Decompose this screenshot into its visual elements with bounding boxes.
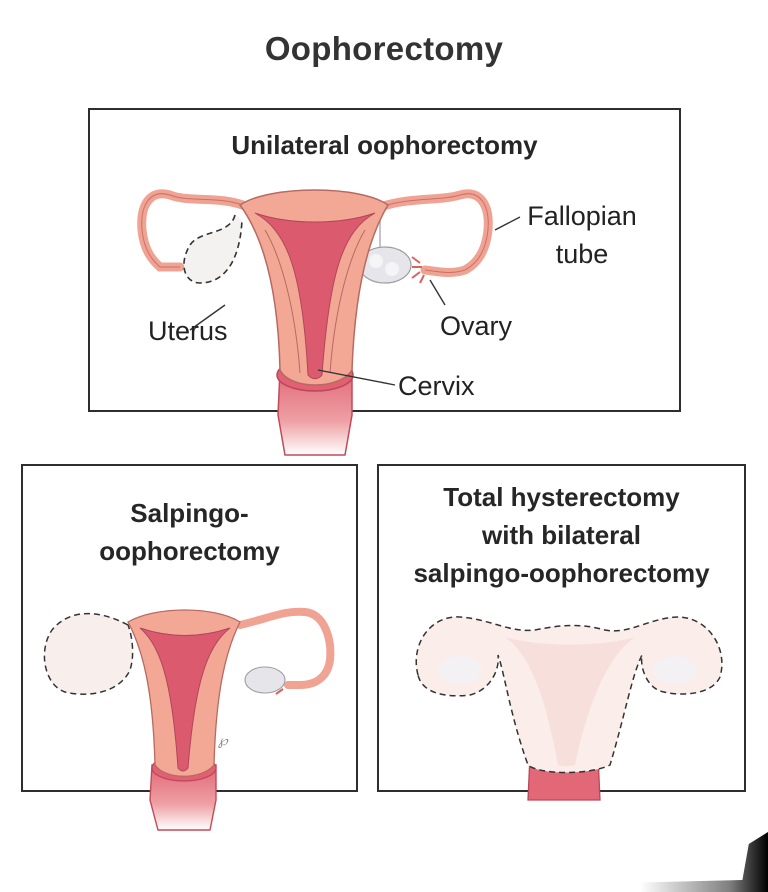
panel-heading-total: Total hysterectomy with bilateral salpin… [379,478,744,592]
removed-ovary-outline [183,214,243,284]
heading-line-3: salpingo-oophorectomy [413,558,710,588]
label-fallopian-tube: Fallopian tube [522,200,642,270]
uterus-illustration-salpingo: ℘ [43,607,335,831]
label-fallopian-line2: tube [555,239,609,269]
uterus-illustration-total [415,616,723,801]
label-ovary: Ovary [440,311,513,341]
removed-tube-ovary-outline [43,612,134,695]
label-cervix: Cervix [398,371,475,401]
heading-line-2: with bilateral [482,520,641,550]
label-fallopian-line1: Fallopian [527,201,637,231]
page-title: Oophorectomy [264,30,504,67]
heading-line-2: oophorectomy [99,536,280,566]
label-uterus: Uterus [148,316,228,346]
panel-heading-salpingo: Salpingo- oophorectomy [23,494,356,570]
page-edge-shadow [448,832,768,892]
uterus-illustration-unilateral [137,189,521,456]
artist-signature: ℘ [218,733,229,749]
panel-heading-unilateral: Unilateral oophorectomy [231,130,538,160]
heading-line-1: Total hysterectomy [443,482,680,512]
heading-line-1: Salpingo- [130,498,249,528]
